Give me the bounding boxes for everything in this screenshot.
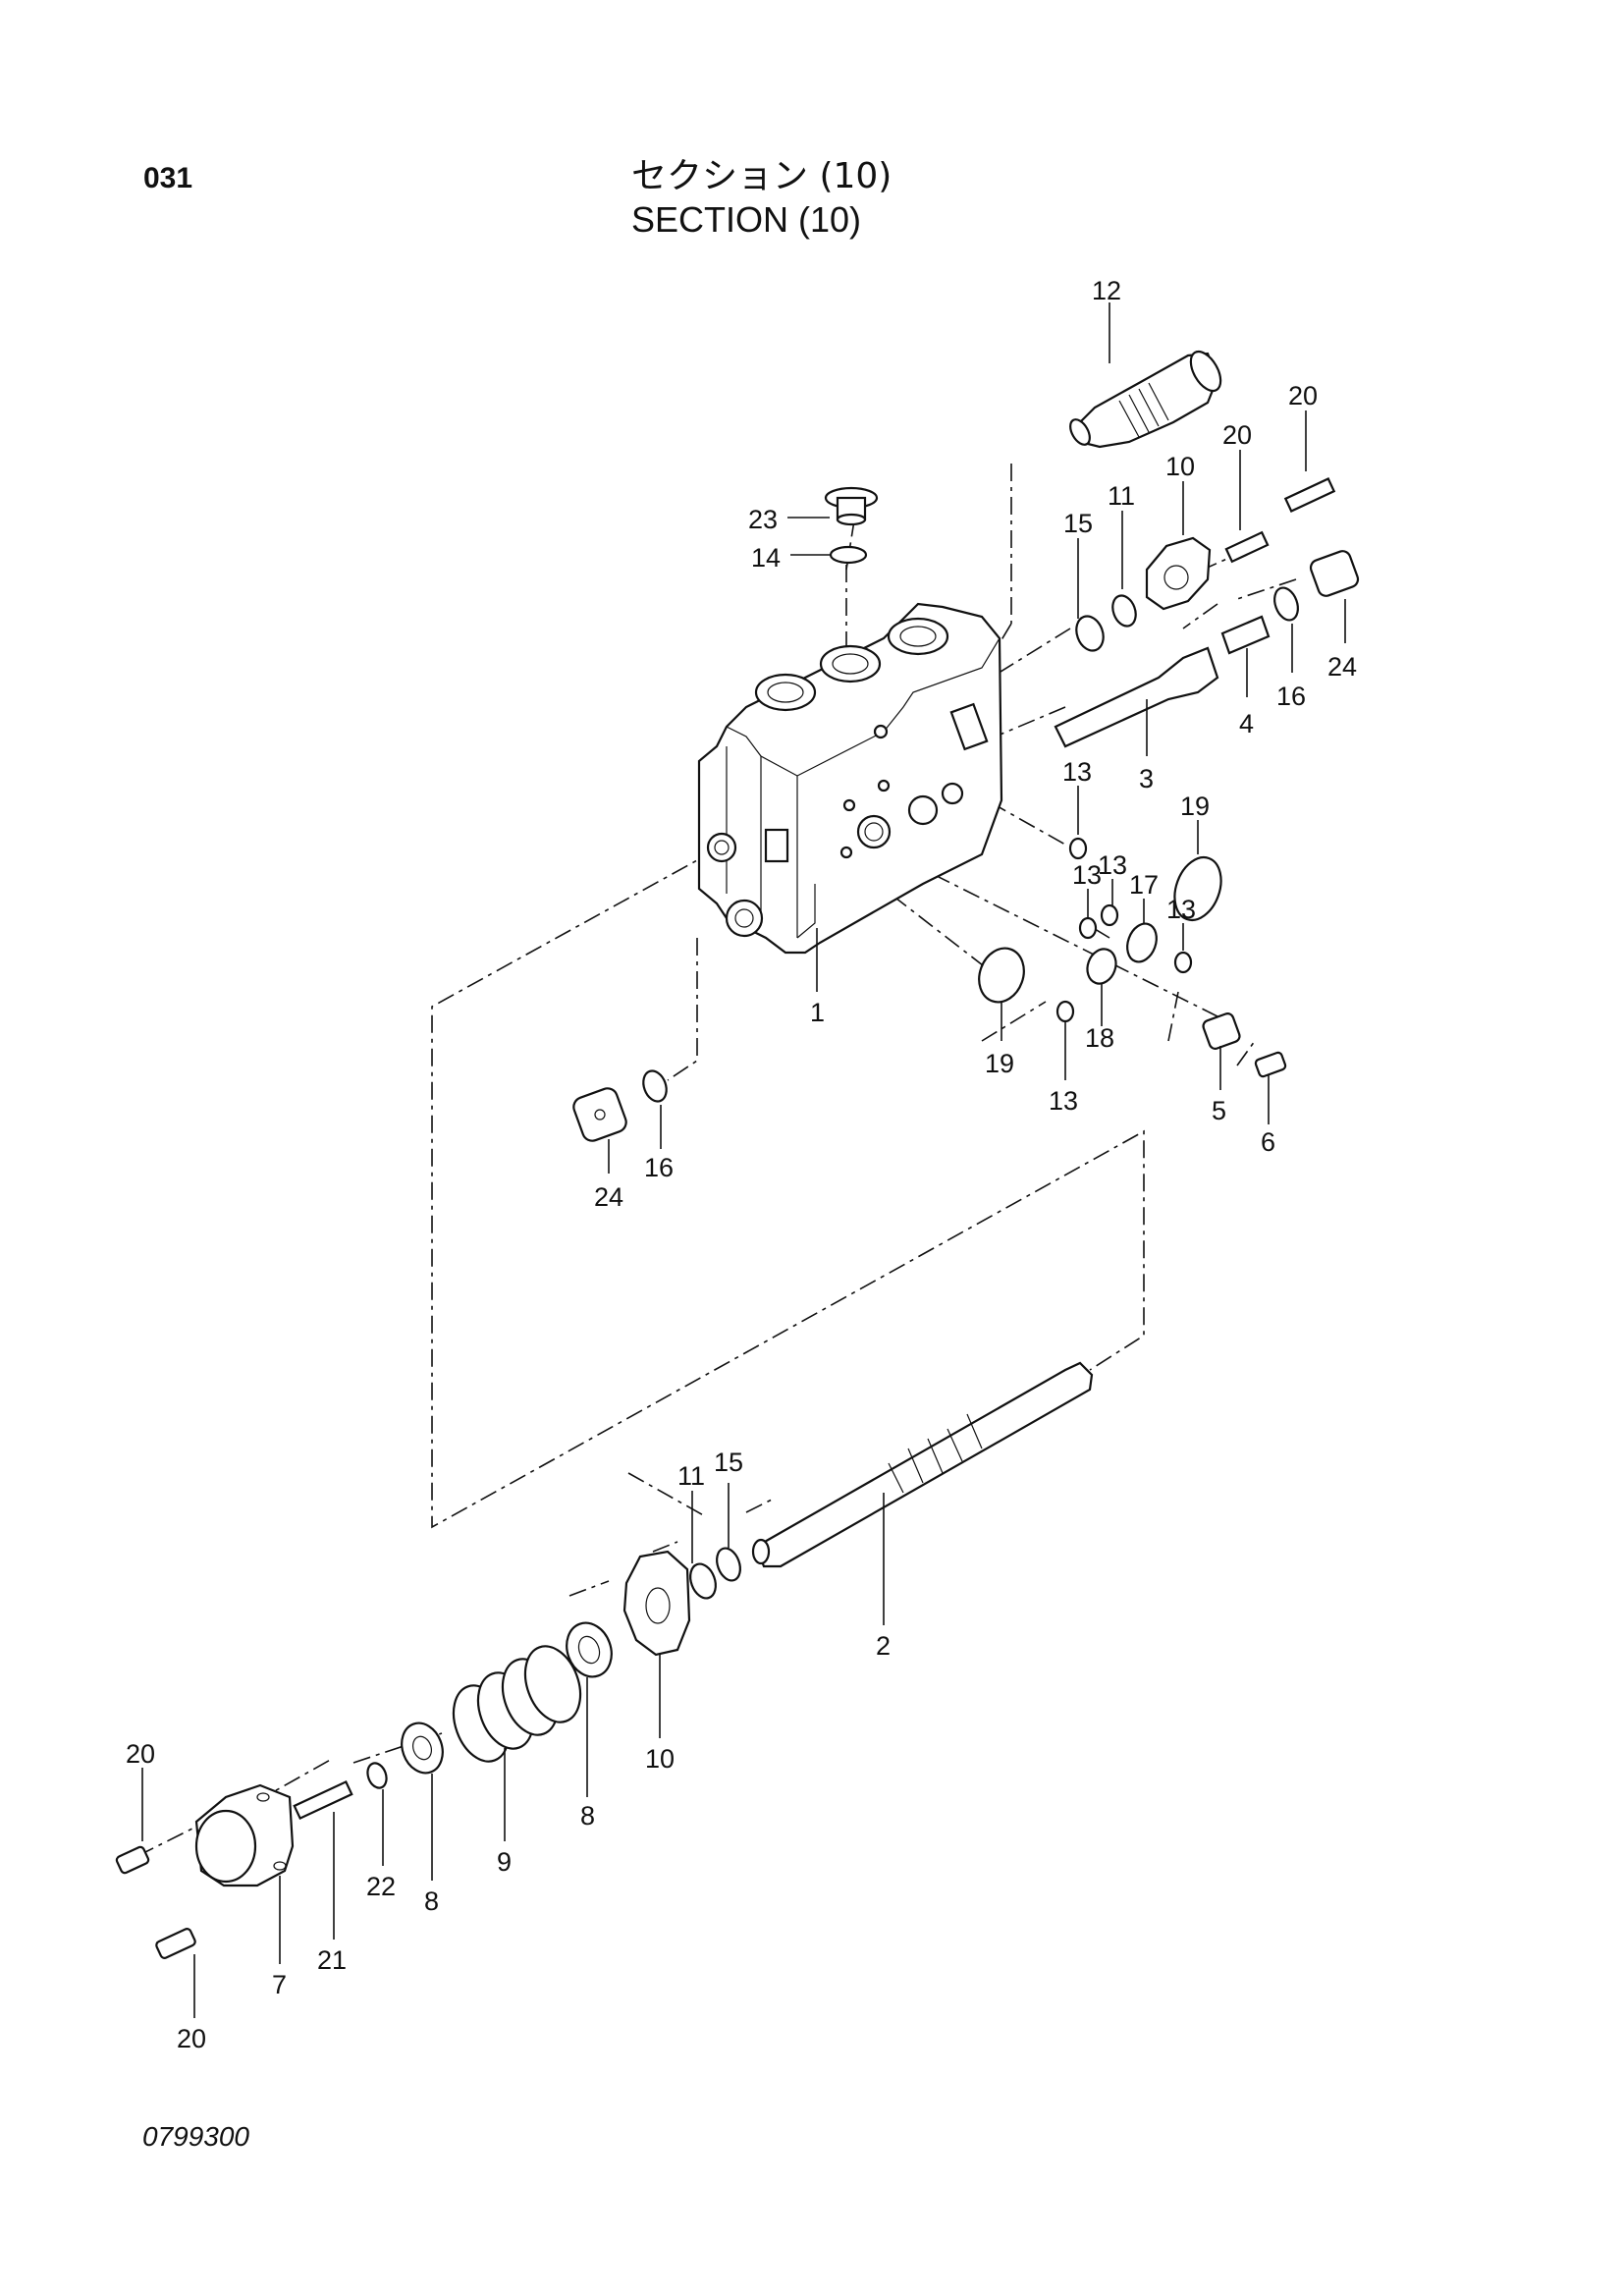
- spring-seat-part-8-low: [401, 1722, 444, 1775]
- section-title-english: SECTION (10): [631, 199, 862, 240]
- o-ring-part-15-upper: [1075, 615, 1105, 652]
- callout-17: 17: [1129, 870, 1159, 900]
- callout-13-e: 13: [1049, 1086, 1078, 1116]
- spring-seat-part-8-mid: [566, 1621, 613, 1678]
- callout-labels: 12 20 20 10 11 15 23 14 24 16 4 3 13 19 …: [126, 276, 1357, 2053]
- bolt-part-20-upper-mid: [1224, 530, 1270, 564]
- valve-body-part-1: [697, 602, 1003, 955]
- callout-23: 23: [748, 505, 778, 534]
- callout-7: 7: [272, 1970, 287, 1999]
- plug-part-24-right: [1309, 550, 1360, 597]
- o-ring-part-16-right: [1273, 586, 1299, 622]
- callout-3: 3: [1139, 764, 1154, 793]
- spring-part-6: [1254, 1051, 1287, 1078]
- callout-16-right: 16: [1276, 682, 1306, 711]
- bolt-part-20-left-top: [115, 1845, 150, 1875]
- o-ring-part-14: [829, 545, 868, 565]
- spring-part-9: [452, 1645, 582, 1763]
- o-ring-part-17: [1126, 922, 1158, 963]
- callout-13-b: 13: [1072, 860, 1102, 890]
- leader-lines: [141, 302, 1346, 2018]
- o-ring-part-18: [1086, 948, 1117, 985]
- callout-20-top-right: 20: [1288, 381, 1318, 410]
- callout-13-a: 13: [1062, 757, 1092, 787]
- o-ring-part-13-d: [1173, 951, 1193, 974]
- relief-valve-part-12: [1069, 350, 1222, 449]
- bolt-part-20-upper-right: [1283, 477, 1336, 513]
- callout-2: 2: [876, 1631, 891, 1661]
- spool-part-2: [751, 1361, 1094, 1568]
- o-ring-part-13-a: [1068, 837, 1088, 860]
- callout-8-low: 8: [424, 1886, 439, 1916]
- o-ring-part-15-lower: [716, 1547, 741, 1582]
- poppet-part-3: [1054, 646, 1219, 748]
- callout-9: 9: [497, 1847, 512, 1877]
- callout-6: 6: [1261, 1127, 1275, 1157]
- assembly-guide-lines: [136, 464, 1297, 1857]
- o-ring-part-11-lower: [689, 1562, 717, 1600]
- o-ring-part-11-upper: [1111, 594, 1137, 628]
- o-ring-part-13-e: [1055, 1000, 1075, 1023]
- callout-8-mid: 8: [580, 1801, 595, 1831]
- o-ring-part-19-lower: [978, 947, 1025, 1004]
- plug-part-5: [1202, 1012, 1241, 1050]
- callout-18: 18: [1085, 1023, 1114, 1053]
- callout-5: 5: [1212, 1096, 1226, 1125]
- callout-1: 1: [810, 998, 825, 1027]
- o-ring-part-13-b: [1100, 903, 1119, 927]
- bolt-part-21: [293, 1779, 353, 1821]
- callout-13-d: 13: [1166, 895, 1196, 924]
- callout-24-right: 24: [1327, 652, 1357, 682]
- callout-13-c: 13: [1098, 850, 1127, 880]
- callout-19-top: 19: [1180, 792, 1210, 821]
- callout-14: 14: [751, 543, 781, 573]
- bolt-part-20-left-bottom: [155, 1928, 196, 1959]
- cover-part-10-upper: [1145, 536, 1212, 611]
- callout-20-top-mid: 20: [1222, 420, 1252, 450]
- spring-part-4: [1220, 615, 1271, 655]
- o-ring-part-13-c: [1078, 916, 1098, 940]
- plug-part-23: [824, 486, 879, 526]
- callout-22: 22: [366, 1872, 396, 1901]
- page-number: 031: [143, 162, 193, 194]
- callout-11-top: 11: [1108, 481, 1135, 511]
- callout-4: 4: [1239, 709, 1254, 738]
- callout-20-left-bottom: 20: [177, 2024, 206, 2053]
- o-ring-part-16-left: [642, 1069, 668, 1103]
- callout-16-left: 16: [644, 1153, 674, 1182]
- callout-21: 21: [317, 1945, 347, 1975]
- callout-12: 12: [1092, 276, 1121, 305]
- section-title-japanese: セクション (10): [631, 156, 893, 196]
- plug-part-24-left: [572, 1087, 627, 1142]
- callout-20-left-top: 20: [126, 1739, 155, 1769]
- callout-10-low: 10: [645, 1744, 675, 1774]
- o-ring-part-19-upper: [1173, 855, 1222, 922]
- callout-24-left: 24: [594, 1182, 623, 1212]
- callout-19-low: 19: [985, 1049, 1014, 1078]
- callout-15-low: 15: [714, 1448, 743, 1477]
- callout-10-top: 10: [1165, 452, 1195, 481]
- callout-11-low: 11: [677, 1461, 705, 1491]
- callout-15-top: 15: [1063, 509, 1093, 538]
- cap-part-7: [194, 1783, 295, 1887]
- drawing-code: 0799300: [142, 2121, 250, 2152]
- washer-part-22: [366, 1762, 388, 1789]
- cover-part-10-lower: [622, 1550, 691, 1657]
